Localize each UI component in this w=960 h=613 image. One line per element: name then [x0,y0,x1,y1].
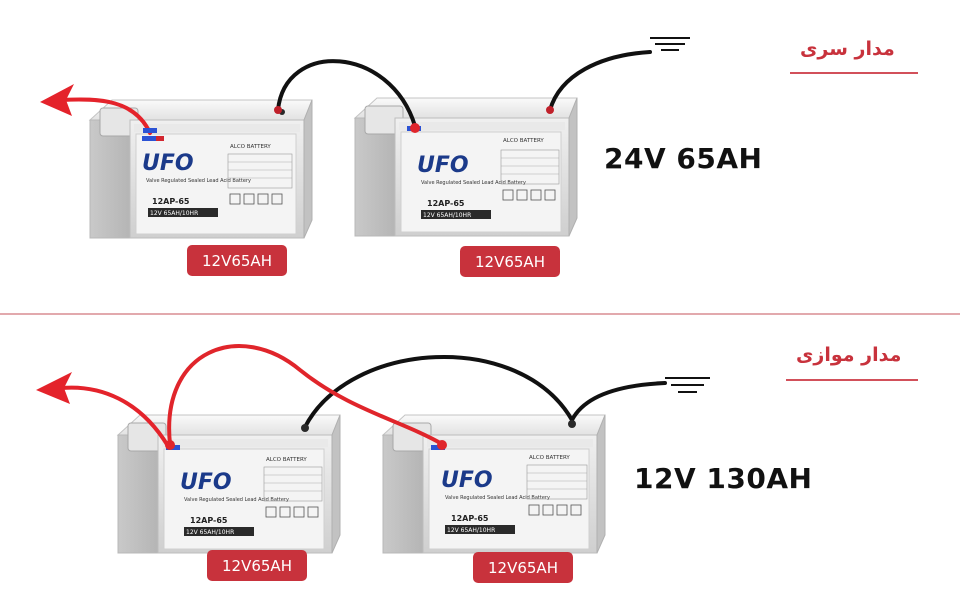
battery-badge-series-2: 12V65AH [460,246,560,277]
battery-series-1: UFO Valve Regulated Sealed Lead Acid Bat… [88,99,313,239]
section-divider [0,313,960,315]
battery-parallel-2-label: UFO Valve Regulated Sealed Lead Acid Bat… [441,455,588,534]
parallel-ground-wire [570,381,667,422]
series-negative-terminal [274,106,282,114]
parallel-title: مدار موازی [796,344,902,366]
battery-series-2: UFO Valve Regulated Sealed Lead Acid Bat… [353,97,578,237]
parallel-negative-terminal-2 [568,420,576,428]
parallel-negative-wire [303,355,574,429]
series-link-wire [276,59,417,128]
subtitle-text: Valve Regulated Sealed Lead Acid Battery [445,495,550,501]
model-text: 12AP-65 [152,197,190,206]
spec-text: 12V 65AH/10HR [423,212,471,219]
ground-symbol-icon [665,377,710,393]
series-ground-terminal [546,106,554,114]
battery-badge-parallel-1: 12V65AH [207,550,307,581]
brand-text: UFO [441,468,493,493]
battery-series-1-label: UFO Valve Regulated Sealed Lead Acid Bat… [142,144,293,217]
output-arrow-icon [36,372,72,404]
maker-text: ALCO BATTERY [503,138,544,144]
battery-badge-parallel-2: 12V65AH [473,552,573,583]
series-output-wire [60,97,152,135]
battery-series-2-label: UFO Valve Regulated Sealed Lead Acid Bat… [417,138,560,219]
brand-text: UFO [180,470,232,495]
battery-parallel-1: UFO Valve Regulated Sealed Lead Acid Bat… [116,414,341,554]
maker-text: ALCO BATTERY [266,457,307,463]
brand-text: UFO [142,151,194,176]
brand-text: UFO [417,153,469,178]
subtitle-text: Valve Regulated Sealed Lead Acid Battery [421,180,526,186]
battery-parallel-2: UFO Valve Regulated Sealed Lead Acid Bat… [381,414,606,554]
subtitle-text: Valve Regulated Sealed Lead Acid Battery [146,178,251,184]
maker-text: ALCO BATTERY [529,455,570,461]
model-text: 12AP-65 [427,199,465,208]
series-title-underline [790,72,918,74]
battery-parallel-1-label: UFO Valve Regulated Sealed Lead Acid Bat… [180,457,323,536]
model-text: 12AP-65 [190,516,228,525]
spec-text: 12V 65AH/10HR [150,210,198,217]
series-total-rating: 24V 65AH [604,142,763,175]
spec-text: 12V 65AH/10HR [186,529,234,536]
parallel-output-wire [60,385,170,448]
parallel-positive-terminal-2 [437,440,447,450]
subtitle-text: Valve Regulated Sealed Lead Acid Battery [184,497,289,503]
model-text: 12AP-65 [451,514,489,523]
maker-text: ALCO BATTERY [230,144,271,150]
parallel-total-rating: 12V 130AH [634,462,813,495]
spec-text: 12V 65AH/10HR [447,527,495,534]
output-arrow-icon [40,84,74,116]
ground-symbol-icon [650,37,690,51]
series-output-terminal [143,128,157,133]
series-positive-terminal [410,123,420,133]
series-title: مدار سری [800,38,895,60]
battery-badge-series-1: 12V65AH [187,245,287,276]
parallel-title-underline [786,379,918,381]
series-ground-wire [548,50,652,112]
parallel-negative-terminal-1 [301,424,309,432]
parallel-positive-wire [167,344,444,446]
